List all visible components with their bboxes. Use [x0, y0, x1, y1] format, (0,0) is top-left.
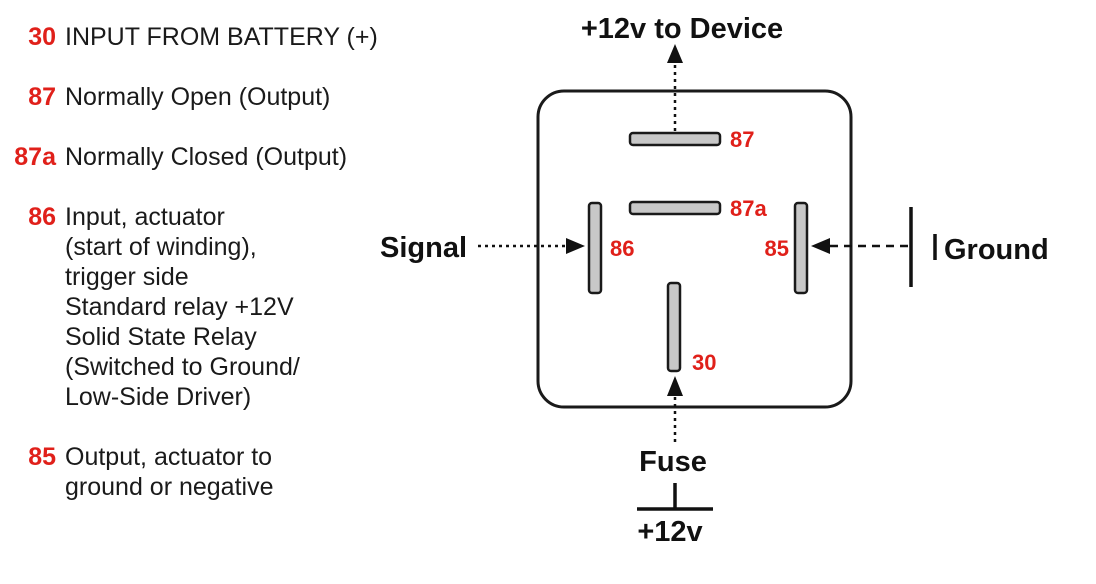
pin-label-86: 86 [610, 236, 634, 261]
legend-pin-number: 86 [28, 203, 56, 231]
legend-description-line: trigger side [65, 263, 189, 291]
legend-description-line: INPUT FROM BATTERY (+) [65, 23, 378, 51]
pin-label-30: 30 [692, 350, 716, 375]
relay-housing [536, 89, 853, 409]
legend-pin-number: 85 [28, 443, 56, 471]
pin-label-85: 85 [765, 236, 789, 261]
legend-description-line: (start of winding), [65, 233, 257, 261]
legend-description-line: ground or negative [65, 473, 274, 501]
legend-description: INPUT FROM BATTERY (+) [65, 22, 378, 52]
legend-description: Normally Closed (Output) [65, 142, 347, 172]
legend-description: Output, actuator to ground or negative [65, 442, 273, 502]
arrow-right-icon [566, 238, 585, 254]
legend-description-line: Output, actuator to [65, 443, 273, 471]
legend-pin-number: 87 [28, 83, 56, 111]
legend-description-line: (Switched to Ground/ [65, 353, 300, 381]
supply-label: +12v [637, 516, 702, 548]
terminal-87a [628, 200, 722, 216]
ground-label: Ground [944, 234, 1049, 266]
terminal-85 [793, 201, 809, 295]
signal-label: Signal [380, 232, 467, 264]
terminal-87 [628, 131, 722, 147]
legend-description: Input, actuator (start of winding), trig… [65, 202, 300, 412]
fuse-label: Fuse [639, 446, 707, 478]
arrow-left-icon [811, 238, 830, 254]
legend-description-line: Normally Closed (Output) [65, 143, 348, 171]
legend-description-line: Solid State Relay [65, 323, 257, 351]
legend-description: Normally Open (Output) [65, 82, 330, 112]
legend-pin-number: 87a [14, 143, 56, 171]
terminal-30 [666, 281, 682, 373]
legend-pin-number: 30 [28, 23, 56, 51]
pin-label-87: 87 [730, 127, 754, 152]
legend-description-line: Input, actuator [65, 203, 225, 231]
legend-description-line: Normally Open (Output) [65, 83, 331, 111]
pin-legend: 30 INPUT FROM BATTERY (+) 87 Normally Op… [0, 0, 420, 584]
terminal-86 [587, 201, 603, 295]
arrow-up-icon [667, 376, 683, 396]
arrow-up-icon [667, 44, 683, 63]
legend-description-line: Standard relay +12V [65, 293, 294, 321]
legend-description-line: Low-Side Driver) [65, 383, 252, 411]
device-output-label: +12v to Device [581, 13, 783, 45]
pin-label-87a: 87a [730, 196, 767, 221]
